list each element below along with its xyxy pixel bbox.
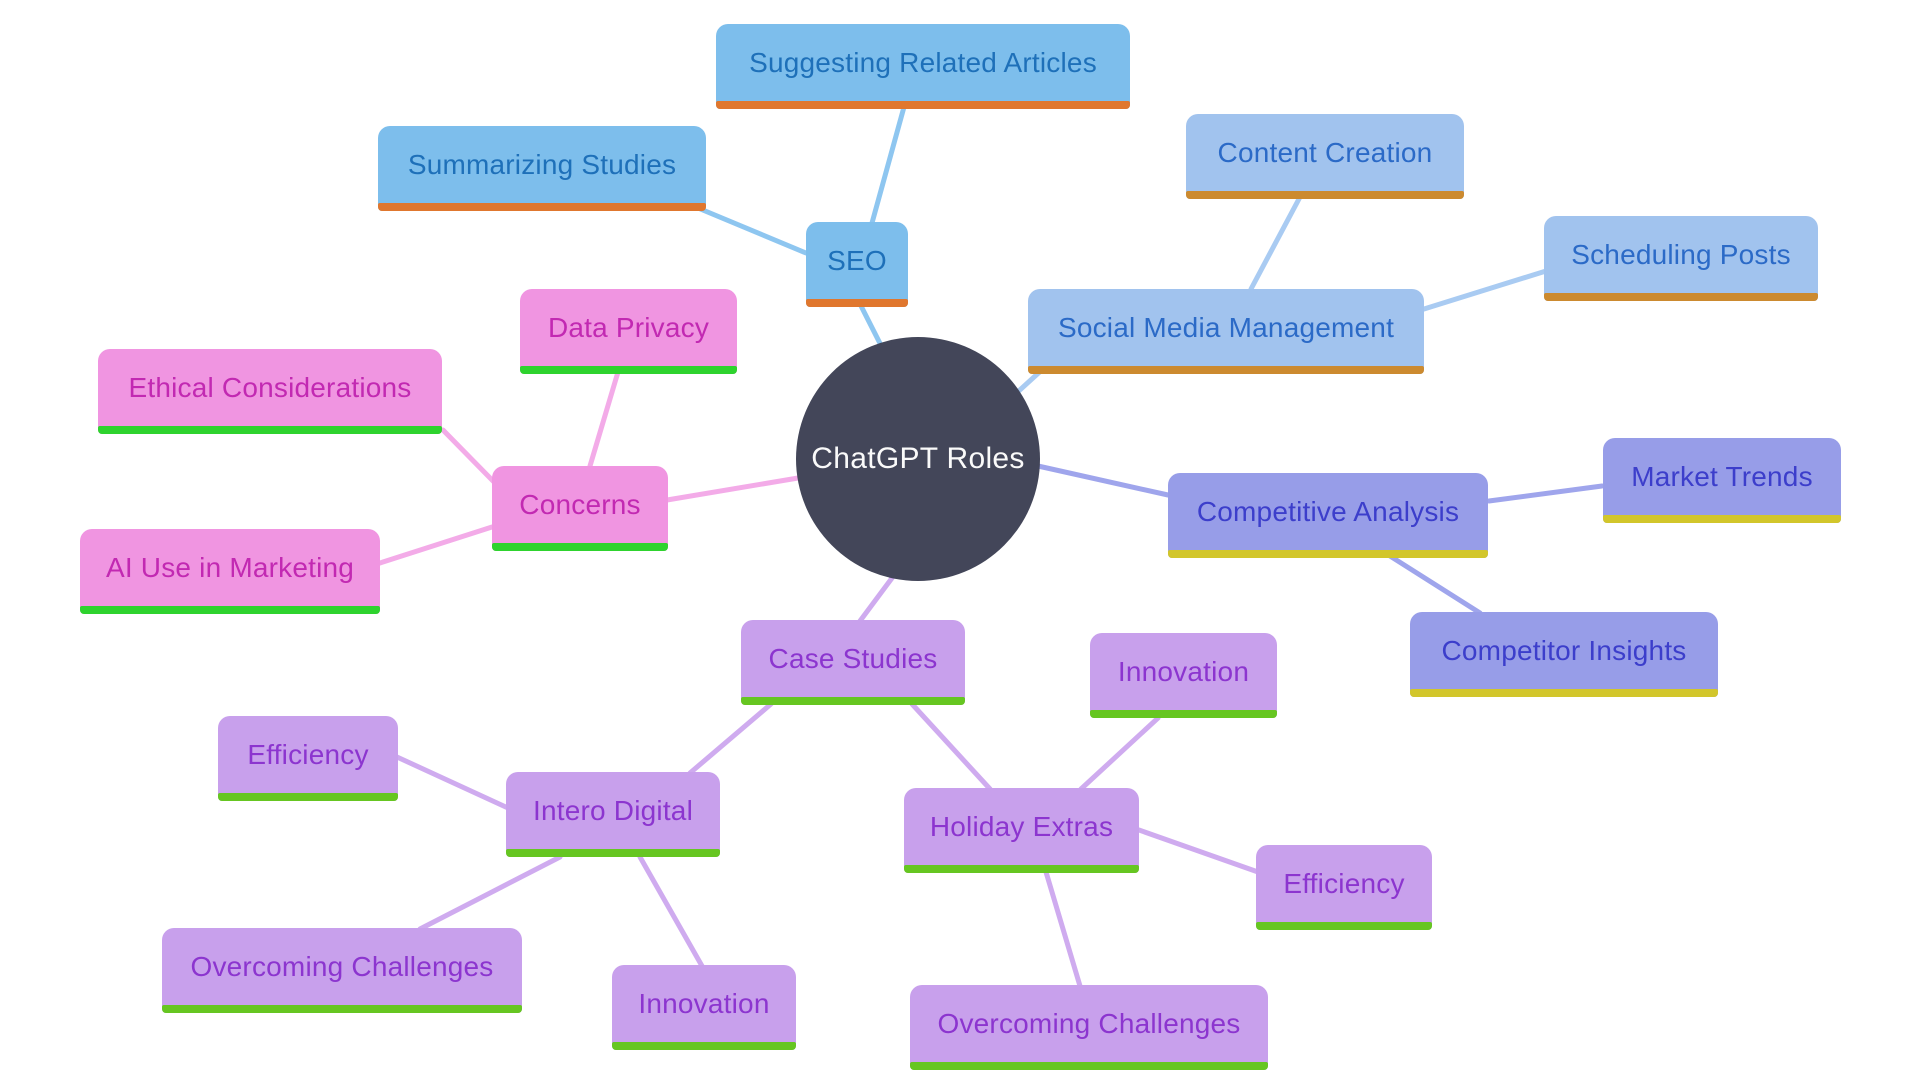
node-content-creation[interactable]: Content Creation bbox=[1186, 114, 1464, 199]
node-label: Competitor Insights bbox=[1441, 634, 1687, 666]
link-case-studies-to-holiday-extras bbox=[909, 701, 993, 792]
link-chatgpt-roles-to-case-studies bbox=[857, 567, 901, 624]
node-underline bbox=[1168, 550, 1488, 558]
node-label: Summarizing Studies bbox=[407, 148, 677, 180]
node-intero-digital[interactable]: Intero Digital bbox=[506, 772, 720, 857]
node-label: Holiday Extras bbox=[929, 810, 1114, 842]
node-label: Innovation bbox=[638, 987, 770, 1019]
link-chatgpt-roles-to-concerns bbox=[664, 474, 807, 503]
node-data-privacy[interactable]: Data Privacy bbox=[520, 289, 737, 374]
node-holiday-extras[interactable]: Holiday Extras bbox=[904, 788, 1139, 873]
node-label: Efficiency bbox=[247, 738, 369, 770]
link-content-creation-to-social-media-management bbox=[1248, 194, 1303, 292]
node-underline bbox=[716, 101, 1130, 109]
node-underline bbox=[1090, 710, 1277, 718]
link-intero-digital-to-overcoming-challenges-intero bbox=[417, 854, 563, 932]
link-concerns-to-ethical-considerations bbox=[440, 427, 497, 485]
node-label: Intero Digital bbox=[533, 794, 693, 826]
node-case-studies[interactable]: Case Studies bbox=[741, 620, 965, 705]
node-summarizing-studies[interactable]: Summarizing Studies bbox=[378, 126, 706, 211]
center-node-chatgpt-roles[interactable]: ChatGPT Roles bbox=[796, 337, 1040, 581]
link-concerns-to-data-privacy bbox=[587, 369, 621, 469]
node-label: Overcoming Challenges bbox=[937, 1007, 1241, 1039]
node-ai-use-in-marketing[interactable]: AI Use in Marketing bbox=[80, 529, 380, 614]
link-social-media-management-to-scheduling-posts bbox=[1421, 268, 1549, 312]
link-competitive-analysis-to-market-trends bbox=[1486, 483, 1605, 504]
link-holiday-extras-to-innovation-holiday bbox=[1078, 715, 1161, 792]
node-underline bbox=[520, 366, 737, 374]
node-label: AI Use in Marketing bbox=[105, 551, 355, 583]
node-label: Social Media Management bbox=[1057, 311, 1395, 343]
link-competitive-analysis-to-competitor-insights bbox=[1387, 553, 1483, 616]
link-chatgpt-roles-to-competitive-analysis bbox=[1035, 463, 1171, 498]
node-competitive-analysis[interactable]: Competitive Analysis bbox=[1168, 473, 1488, 558]
node-label: Efficiency bbox=[1283, 867, 1405, 899]
node-ethical-considerations[interactable]: Ethical Considerations bbox=[98, 349, 442, 434]
node-label: Overcoming Challenges bbox=[190, 950, 494, 982]
link-holiday-extras-to-overcoming-challenges-holiday bbox=[1043, 869, 1083, 989]
node-label: Suggesting Related Articles bbox=[749, 46, 1097, 78]
link-intero-digital-to-efficiency-intero bbox=[394, 754, 511, 811]
link-holiday-extras-to-efficiency-holiday bbox=[1136, 827, 1261, 875]
node-underline bbox=[1256, 922, 1432, 930]
node-social-media-management[interactable]: Social Media Management bbox=[1028, 289, 1424, 374]
node-underline bbox=[378, 203, 706, 211]
node-label: SEO bbox=[827, 244, 887, 276]
node-underline bbox=[612, 1042, 796, 1050]
node-label: Content Creation bbox=[1217, 136, 1433, 168]
node-competitor-insights[interactable]: Competitor Insights bbox=[1410, 612, 1718, 697]
node-underline bbox=[1410, 689, 1718, 697]
node-efficiency-intero[interactable]: Efficiency bbox=[218, 716, 398, 801]
node-underline bbox=[1186, 191, 1464, 199]
link-suggesting-related-articles-to-seo bbox=[869, 104, 907, 226]
node-label: Ethical Considerations bbox=[128, 371, 412, 403]
center-node-label: ChatGPT Roles bbox=[811, 442, 1025, 475]
link-concerns-to-ai-use-in-marketing bbox=[377, 524, 495, 566]
link-intero-digital-to-innovation-intero bbox=[637, 854, 705, 969]
node-underline bbox=[910, 1062, 1268, 1070]
node-underline bbox=[741, 697, 965, 705]
node-overcoming-challenges-intero[interactable]: Overcoming Challenges bbox=[162, 928, 522, 1013]
node-scheduling-posts[interactable]: Scheduling Posts bbox=[1544, 216, 1818, 301]
node-label: Scheduling Posts bbox=[1571, 238, 1791, 270]
link-summarizing-studies-to-seo bbox=[695, 205, 809, 256]
node-underline bbox=[162, 1005, 522, 1013]
node-suggesting-related-articles[interactable]: Suggesting Related Articles bbox=[716, 24, 1130, 109]
node-underline bbox=[1603, 515, 1841, 523]
node-efficiency-holiday[interactable]: Efficiency bbox=[1256, 845, 1432, 930]
node-underline bbox=[506, 849, 720, 857]
node-underline bbox=[98, 426, 442, 434]
link-case-studies-to-intero-digital bbox=[687, 701, 774, 776]
node-underline bbox=[80, 606, 380, 614]
node-underline bbox=[1544, 293, 1818, 301]
node-underline bbox=[904, 865, 1139, 873]
node-seo[interactable]: SEO bbox=[806, 222, 908, 307]
node-label: Market Trends bbox=[1631, 460, 1813, 492]
node-innovation-holiday[interactable]: Innovation bbox=[1090, 633, 1277, 718]
node-underline bbox=[492, 543, 668, 551]
node-underline bbox=[806, 299, 908, 307]
node-label: Data Privacy bbox=[547, 311, 710, 343]
node-overcoming-challenges-holiday[interactable]: Overcoming Challenges bbox=[910, 985, 1268, 1070]
node-label: Concerns bbox=[519, 488, 641, 520]
node-label: Innovation bbox=[1117, 655, 1250, 687]
node-label: Case Studies bbox=[768, 642, 938, 674]
node-market-trends[interactable]: Market Trends bbox=[1603, 438, 1841, 523]
node-innovation-intero[interactable]: Innovation bbox=[612, 965, 796, 1050]
node-concerns[interactable]: Concerns bbox=[492, 466, 668, 551]
node-label: Competitive Analysis bbox=[1196, 495, 1460, 527]
node-underline bbox=[218, 793, 398, 801]
node-underline bbox=[1028, 366, 1424, 374]
